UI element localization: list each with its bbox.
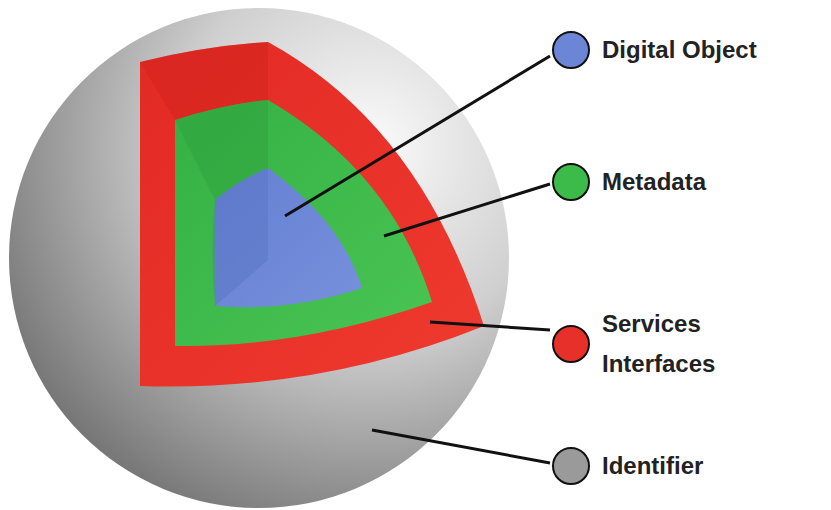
digital-object-shade [213,168,269,306]
legend-swatch [552,325,590,363]
legend-label: Services Interfaces [602,304,812,384]
leader-line [285,56,550,216]
legend-label: Digital Object [602,30,812,70]
leader-line [372,430,550,463]
legend-label: Identifier [602,446,812,486]
services-layer [140,42,484,387]
legend-item: Services Interfaces [552,304,812,384]
legend-item: Metadata [552,162,812,202]
legend-swatch [552,163,590,201]
identifier-sphere [9,8,509,508]
legend-label: Metadata [602,162,812,202]
legend-item: Identifier [552,446,812,486]
legend-swatch [552,447,590,485]
legend-swatch [552,31,590,69]
metadata-layer [175,100,432,346]
leader-line [384,184,550,236]
leader-line [430,322,550,330]
legend-item: Digital Object [552,30,812,70]
